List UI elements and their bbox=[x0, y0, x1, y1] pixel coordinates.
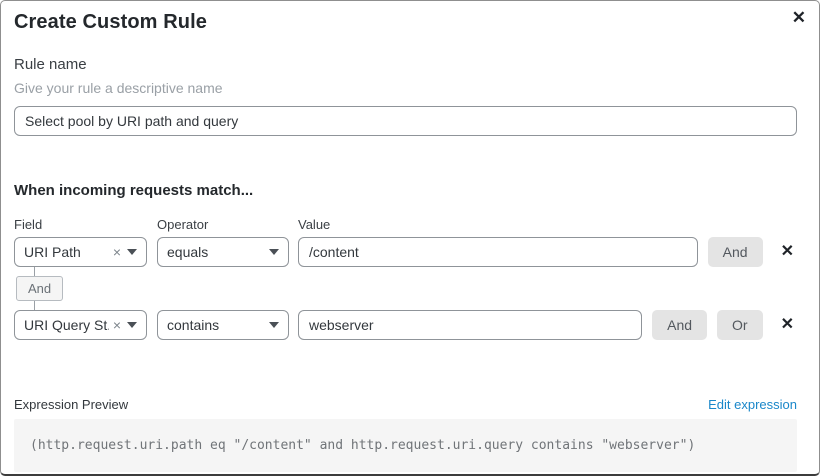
condition-row: URI Query St... × contains And Or ✕ bbox=[14, 310, 797, 340]
connector-line bbox=[34, 301, 35, 310]
or-button[interactable]: Or bbox=[717, 310, 763, 340]
field-column-label: Field bbox=[14, 217, 43, 232]
and-connector-chip[interactable]: And bbox=[16, 276, 64, 301]
expression-code: (http.request.uri.path eq "/content" and… bbox=[14, 419, 797, 472]
connector-line bbox=[34, 267, 35, 276]
chevron-down-icon bbox=[269, 249, 279, 255]
dialog-title: Create Custom Rule bbox=[14, 11, 207, 33]
rule-name-input[interactable] bbox=[14, 106, 797, 136]
delete-condition-icon[interactable]: ✕ bbox=[778, 315, 797, 335]
operator-select-value: contains bbox=[167, 317, 220, 333]
operator-select[interactable]: contains bbox=[157, 310, 289, 340]
edit-expression-link[interactable]: Edit expression bbox=[708, 397, 797, 412]
value-input[interactable] bbox=[298, 237, 698, 267]
operator-select-value: equals bbox=[167, 244, 209, 260]
rule-name-label: Rule name bbox=[14, 56, 87, 73]
condition-connector: And bbox=[14, 267, 797, 310]
condition-row: URI Path × equals And ✕ bbox=[14, 237, 797, 267]
close-icon[interactable]: ✕ bbox=[791, 8, 806, 27]
operator-select[interactable]: equals bbox=[157, 237, 289, 267]
and-button[interactable]: And bbox=[707, 237, 763, 267]
match-heading: When incoming requests match... bbox=[14, 182, 254, 199]
chevron-down-icon bbox=[269, 322, 279, 328]
field-select-value: URI Query St... bbox=[24, 317, 109, 333]
field-select-value: URI Path bbox=[24, 244, 81, 260]
value-input[interactable] bbox=[298, 310, 643, 340]
expression-preview-label: Expression Preview bbox=[14, 397, 129, 412]
chevron-down-icon bbox=[127, 322, 137, 328]
delete-condition-icon[interactable]: ✕ bbox=[778, 242, 797, 262]
chevron-down-icon bbox=[127, 249, 137, 255]
condition-column-labels: Field Operator Value bbox=[14, 217, 797, 232]
expression-preview-header: Expression Preview Edit expression bbox=[14, 397, 797, 412]
clear-selection-icon[interactable]: × bbox=[112, 317, 121, 333]
value-column-label: Value bbox=[298, 217, 331, 232]
and-button[interactable]: And bbox=[652, 310, 708, 340]
operator-column-label: Operator bbox=[157, 217, 209, 232]
field-select[interactable]: URI Query St... × bbox=[14, 310, 147, 340]
field-select[interactable]: URI Path × bbox=[14, 237, 147, 267]
clear-selection-icon[interactable]: × bbox=[112, 244, 121, 260]
rule-name-hint: Give your rule a descriptive name bbox=[14, 80, 223, 96]
